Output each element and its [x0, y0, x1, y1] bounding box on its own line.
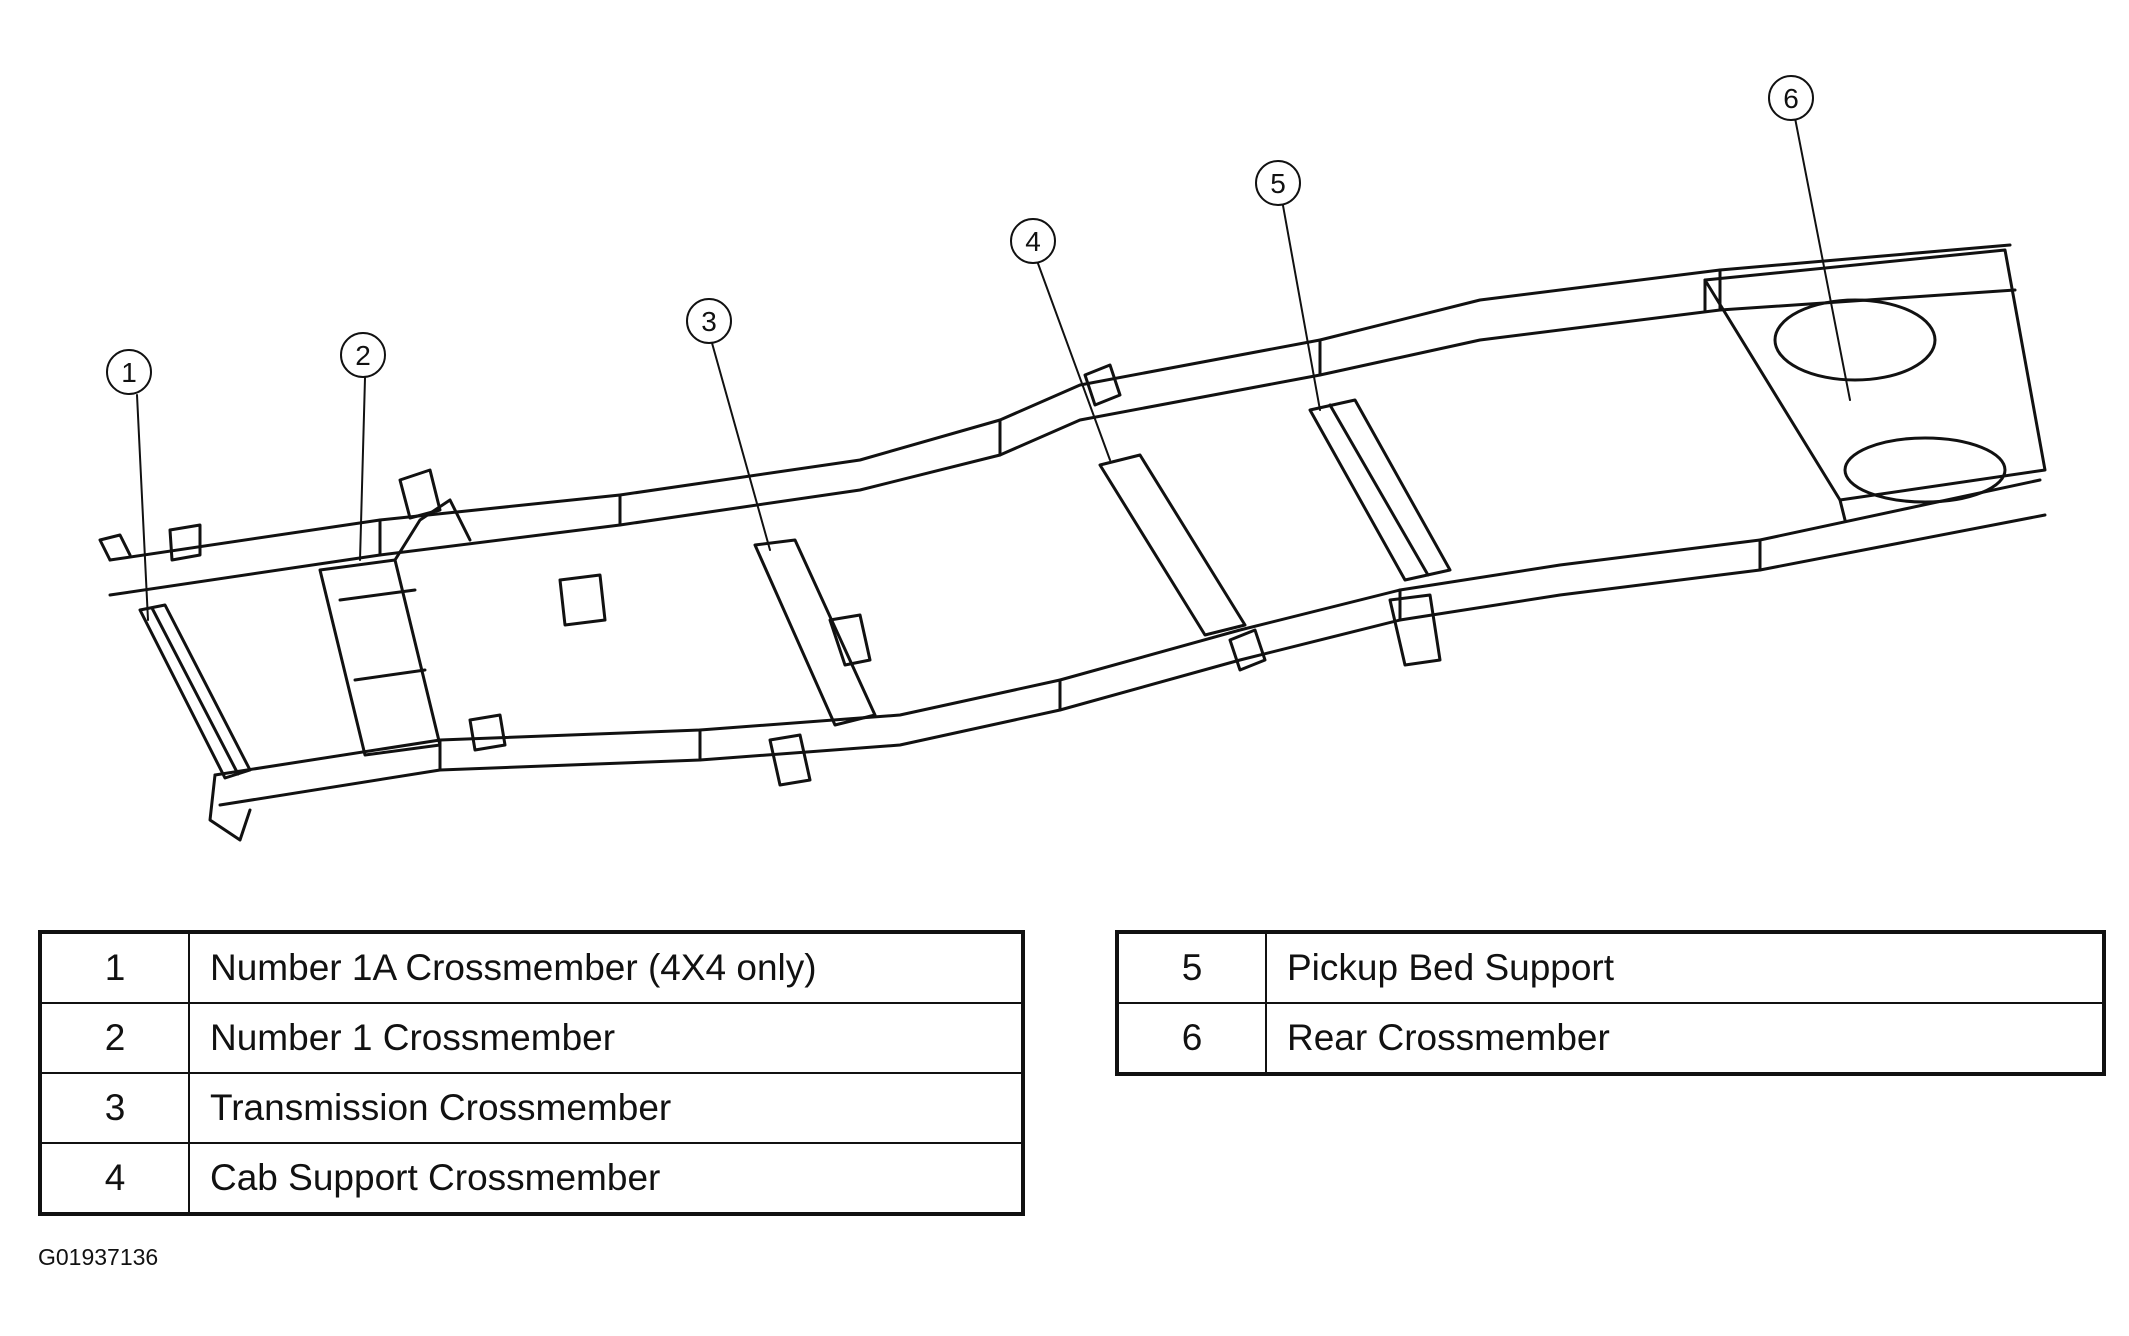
- callout-leaders: [136, 117, 1851, 621]
- pickup-bed-support: [1308, 398, 1452, 667]
- right-frame-rail: [208, 478, 2047, 842]
- crossmember-1: [318, 498, 472, 757]
- legend-number: 3: [39, 1072, 190, 1144]
- rear-crossmember: [1703, 248, 2047, 522]
- legend-row: 4 Cab Support Crossmember: [39, 1142, 1024, 1215]
- frame-diagram: 1 2 3 4 5 6: [98, 75, 2047, 842]
- legend-number: 4: [39, 1142, 190, 1215]
- legend-row: 5 Pickup Bed Support: [1116, 931, 2105, 1004]
- callout-3: 3: [701, 306, 717, 337]
- callouts: [106, 75, 1814, 395]
- callout-4: 4: [1025, 226, 1041, 257]
- callout-1: 1: [121, 357, 137, 388]
- legend-number: 1: [39, 931, 190, 1004]
- legend-number: 2: [39, 1002, 190, 1074]
- callout-5: 5: [1270, 168, 1286, 199]
- legend-description: Cab Support Crossmember: [188, 1142, 1024, 1215]
- callout-2: 2: [355, 340, 371, 371]
- left-frame-rail: [98, 243, 2017, 597]
- legend-table-left: 1 Number 1A Crossmember (4X4 only) 2 Num…: [38, 930, 1025, 1216]
- legend-table-right: 5 Pickup Bed Support 6 Rear Crossmember: [1115, 930, 2106, 1076]
- legend-number: 6: [1116, 1002, 1267, 1075]
- crossmember-1a: [138, 603, 252, 780]
- front-brackets: [168, 468, 812, 787]
- legend-number: 5: [1116, 931, 1267, 1004]
- figure-id: G01937136: [38, 1244, 159, 1270]
- legend-description: Transmission Crossmember: [188, 1072, 1024, 1144]
- legend-description: Number 1A Crossmember (4X4 only): [188, 931, 1024, 1004]
- callout-6: 6: [1783, 83, 1799, 114]
- legend-row: 6 Rear Crossmember: [1116, 1002, 2105, 1075]
- legend-row: 2 Number 1 Crossmember: [39, 1002, 1024, 1074]
- legend-description: Rear Crossmember: [1265, 1002, 2105, 1075]
- legend-row: 1 Number 1A Crossmember (4X4 only): [39, 931, 1024, 1004]
- legend-row: 3 Transmission Crossmember: [39, 1072, 1024, 1144]
- transmission-crossmember: [753, 538, 877, 727]
- legend-description: Pickup Bed Support: [1265, 931, 2105, 1004]
- legend-description: Number 1 Crossmember: [188, 1002, 1024, 1074]
- cab-support-crossmember: [1083, 363, 1267, 672]
